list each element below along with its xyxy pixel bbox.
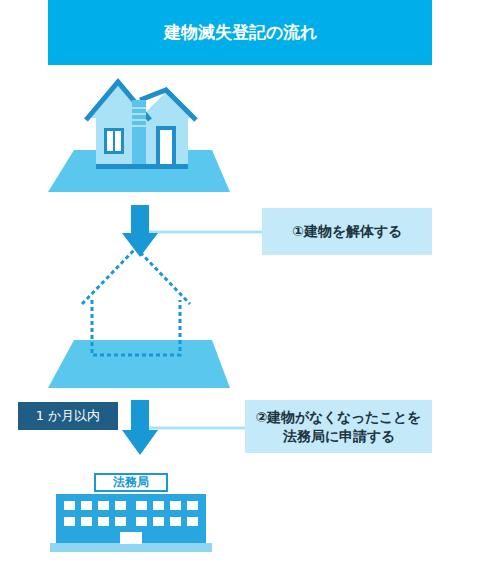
window-pane <box>107 131 113 151</box>
house-stairwell <box>132 100 146 168</box>
house-door <box>156 126 176 168</box>
text-stack: 法務局 <box>113 474 149 490</box>
step-callout: ②建物がなくなったことを 法務局に申請する <box>245 400 432 453</box>
leader-line <box>148 231 262 234</box>
building-body <box>56 494 206 544</box>
house-line <box>132 108 146 109</box>
flow-arrow-shaft <box>131 205 149 235</box>
building-door <box>120 532 142 544</box>
building-sign: 法務局 <box>94 473 168 492</box>
ground <box>48 340 230 388</box>
text-stack: ②建物がなくなったことを 法務局に申請する <box>249 408 428 446</box>
house-line <box>132 120 146 121</box>
house-line <box>132 126 146 127</box>
node-text: ②建物がなくなったことを 法務局に申請する <box>249 408 428 446</box>
demolished-outline <box>92 300 180 355</box>
text-stack: ①建物を解体する <box>292 222 402 241</box>
house-line <box>132 114 146 115</box>
flow-arrow-shaft <box>131 400 149 432</box>
flow-arrow-head <box>122 430 158 455</box>
building-base <box>50 543 212 552</box>
title-band: 建物滅失登記の流れ <box>48 0 432 65</box>
node-text: 法務局 <box>113 474 149 490</box>
deadline-tag: 1 か月以内 <box>18 402 118 430</box>
text-stack: 1 か月以内 <box>36 407 100 425</box>
building-windows <box>64 501 198 526</box>
demolished-roof <box>82 248 190 304</box>
leader-line <box>148 427 245 430</box>
step-callout: ①建物を解体する <box>262 208 432 255</box>
house-window <box>104 128 124 154</box>
window-pane <box>115 131 121 151</box>
house-roof <box>140 90 196 120</box>
node-text: ①建物を解体する <box>292 222 402 241</box>
house-base <box>96 164 188 169</box>
door-panel <box>160 130 172 164</box>
node-text: 1 か月以内 <box>36 407 100 425</box>
